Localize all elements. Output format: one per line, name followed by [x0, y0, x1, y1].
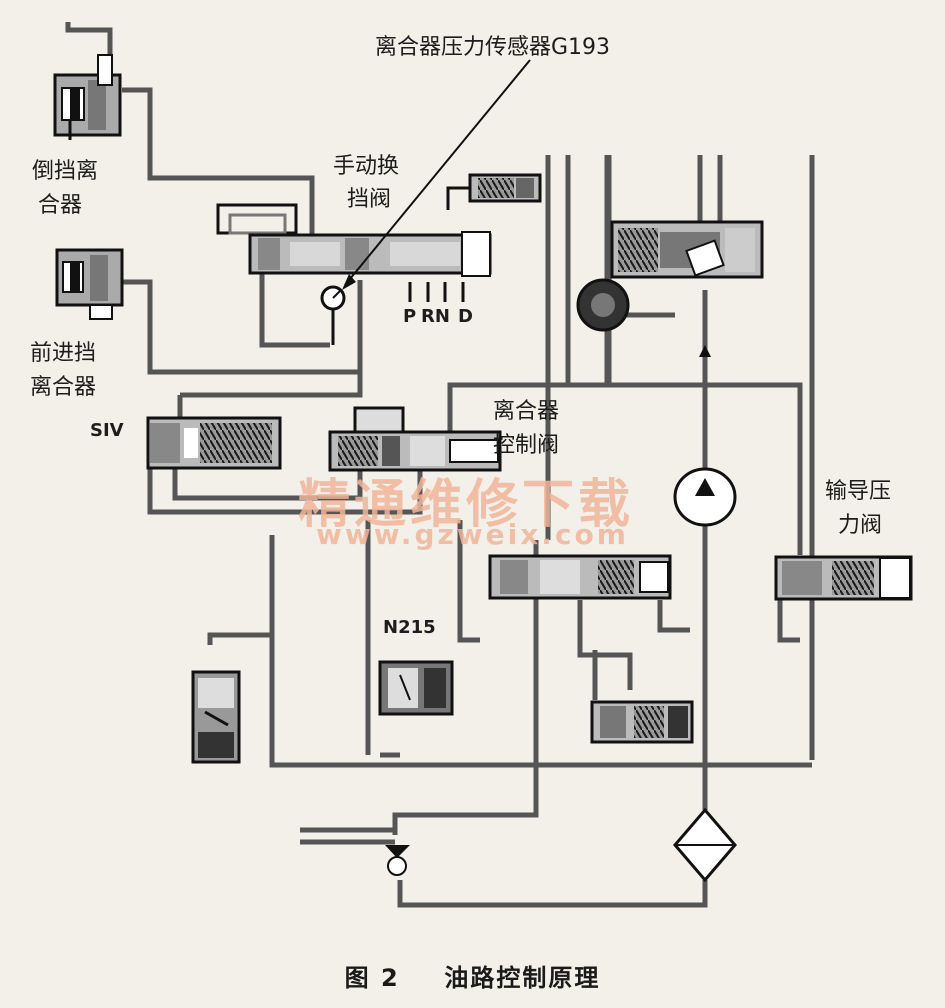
gear-d-label: D [458, 306, 473, 327]
n215-solenoid [378, 660, 454, 716]
figure-title: 油路控制原理 [444, 964, 601, 992]
left-solenoid [191, 670, 241, 764]
n215-label: N215 [383, 617, 436, 638]
siv-label: SIV [90, 420, 124, 441]
manual-valve-label-line2: 挡阀 [347, 187, 392, 212]
gear-pump [576, 278, 630, 332]
reverse-clutch-label-line2: 合器 [38, 193, 83, 218]
manual-shift-valve [216, 203, 492, 302]
gear-p-label: P [403, 306, 417, 327]
pressure-gauge [320, 285, 346, 345]
figure-caption: 图 2 油路控制原理 [0, 958, 945, 993]
watermark-cn: 精通维修下载 [298, 475, 635, 535]
oil-filter [673, 807, 737, 883]
forward-clutch [55, 248, 124, 320]
reverse-clutch-label-line1: 倒挡离 [32, 159, 99, 184]
watermark-url: www.gzweix.com [316, 518, 629, 551]
bottom-valve [590, 700, 694, 744]
clutch-control-valve [328, 406, 502, 472]
check-valve [385, 845, 410, 876]
pilot-pressure-valve [774, 555, 913, 601]
sensor-leader-arrow [342, 274, 356, 290]
forward-clutch-label-line2: 离合器 [30, 375, 97, 400]
pilot-valve-label-line2: 力阀 [838, 513, 883, 538]
sensor-label: 离合器压力传感器G193 [375, 35, 611, 60]
clutch-control-label-line1: 离合器 [493, 399, 560, 424]
oil-lines [65, 22, 815, 908]
pilot-valve-label-line1: 输导压 [825, 479, 892, 504]
top-small-valve [446, 173, 542, 210]
figure-number: 图 2 [344, 964, 400, 992]
forward-clutch-label-line1: 前进挡 [30, 341, 97, 366]
middle-control-valve [488, 554, 672, 600]
siv-valve [146, 416, 282, 470]
reverse-clutch [53, 54, 122, 140]
clutch-control-label-line2: 控制阀 [493, 433, 560, 458]
main-pressure-valve [610, 220, 764, 279]
gear-rn-label: RN [421, 306, 450, 327]
manual-valve-label-line1: 手动换 [333, 154, 400, 179]
oil-pump [673, 345, 737, 527]
sensor-leader-line [344, 59, 531, 286]
